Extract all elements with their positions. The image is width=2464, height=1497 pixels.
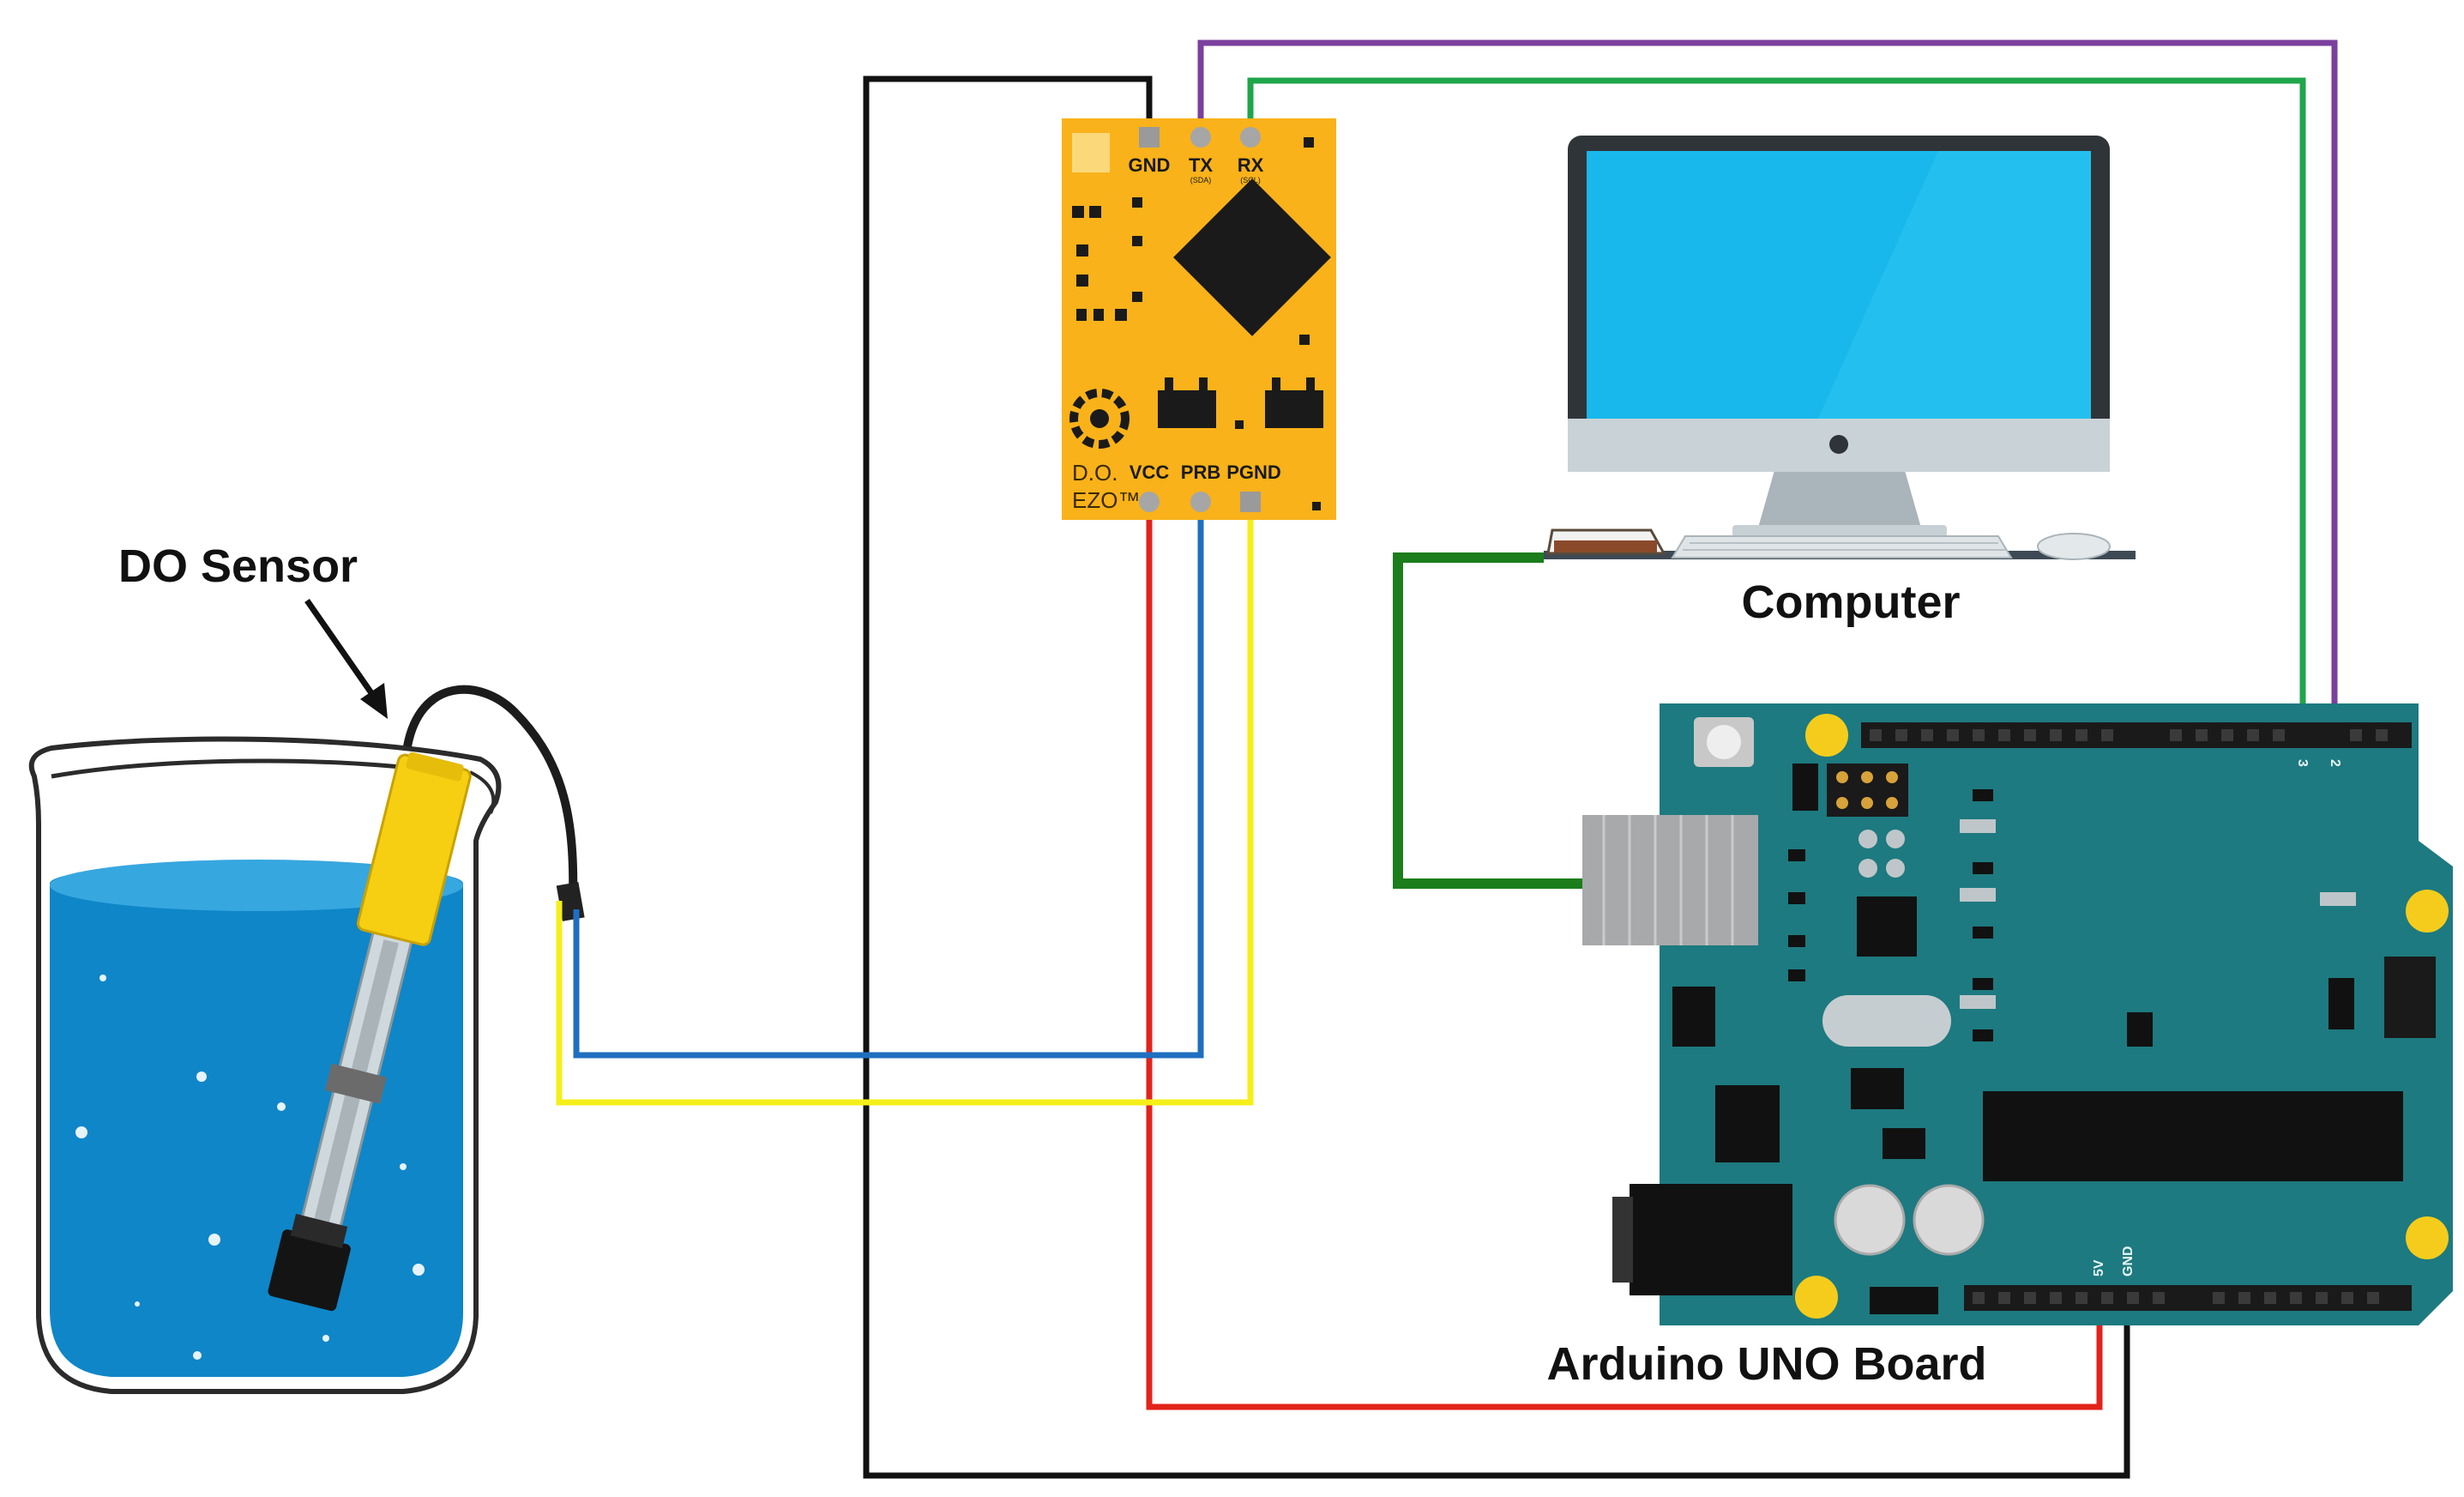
ezo-brand-line2: EZO™ [1072, 487, 1140, 513]
ezo-pin-gnd: GND [1129, 154, 1171, 176]
ezo-pin-tx: TX [1189, 154, 1213, 176]
arduino-pin-3: 3 [2295, 759, 2310, 767]
arduino-board-icon: 3 2 5V GND [1547, 703, 2453, 1390]
ezo-pin-rx-sub: (SCL) [1240, 176, 1261, 184]
arduino-pin-gnd: GND [2121, 1246, 2136, 1277]
wire-tx [1197, 39, 2338, 738]
ezo-pin-vcc: VCC [1130, 462, 1170, 483]
ezo-pin-prb: PRB [1181, 462, 1220, 483]
ezo-pin-pgnd: PGND [1226, 462, 1281, 483]
arduino-label: Arduino UNO Board [1547, 1338, 1987, 1390]
wire-gnd [863, 75, 2130, 1479]
arduino-pin-2: 2 [2328, 759, 2342, 767]
ezo-brand-line1: D.O. [1072, 460, 1118, 486]
wire-prb [573, 502, 1204, 1059]
wire-pgnd [556, 502, 1254, 1106]
wire-rx [1247, 77, 2306, 738]
wires [556, 39, 2338, 1479]
wire-vcc [1146, 502, 2103, 1410]
pointer-arrow-icon [304, 599, 388, 719]
computer-label: Computer [1742, 576, 1961, 628]
arduino-pin-5v: 5V [2092, 1259, 2106, 1277]
computer-monitor-icon: Computer [1544, 136, 2136, 628]
sensor-label: DO Sensor [118, 540, 358, 592]
ezo-pin-rx: RX [1238, 154, 1264, 176]
ezo-circuit-icon: GND TX RX (SDA) (SCL) VCC PRB PGND D.O. … [1062, 118, 1336, 520]
do-probe-icon [268, 685, 585, 1312]
wire-usb [1393, 552, 1582, 889]
ezo-pin-tx-sub: (SDA) [1190, 176, 1212, 184]
